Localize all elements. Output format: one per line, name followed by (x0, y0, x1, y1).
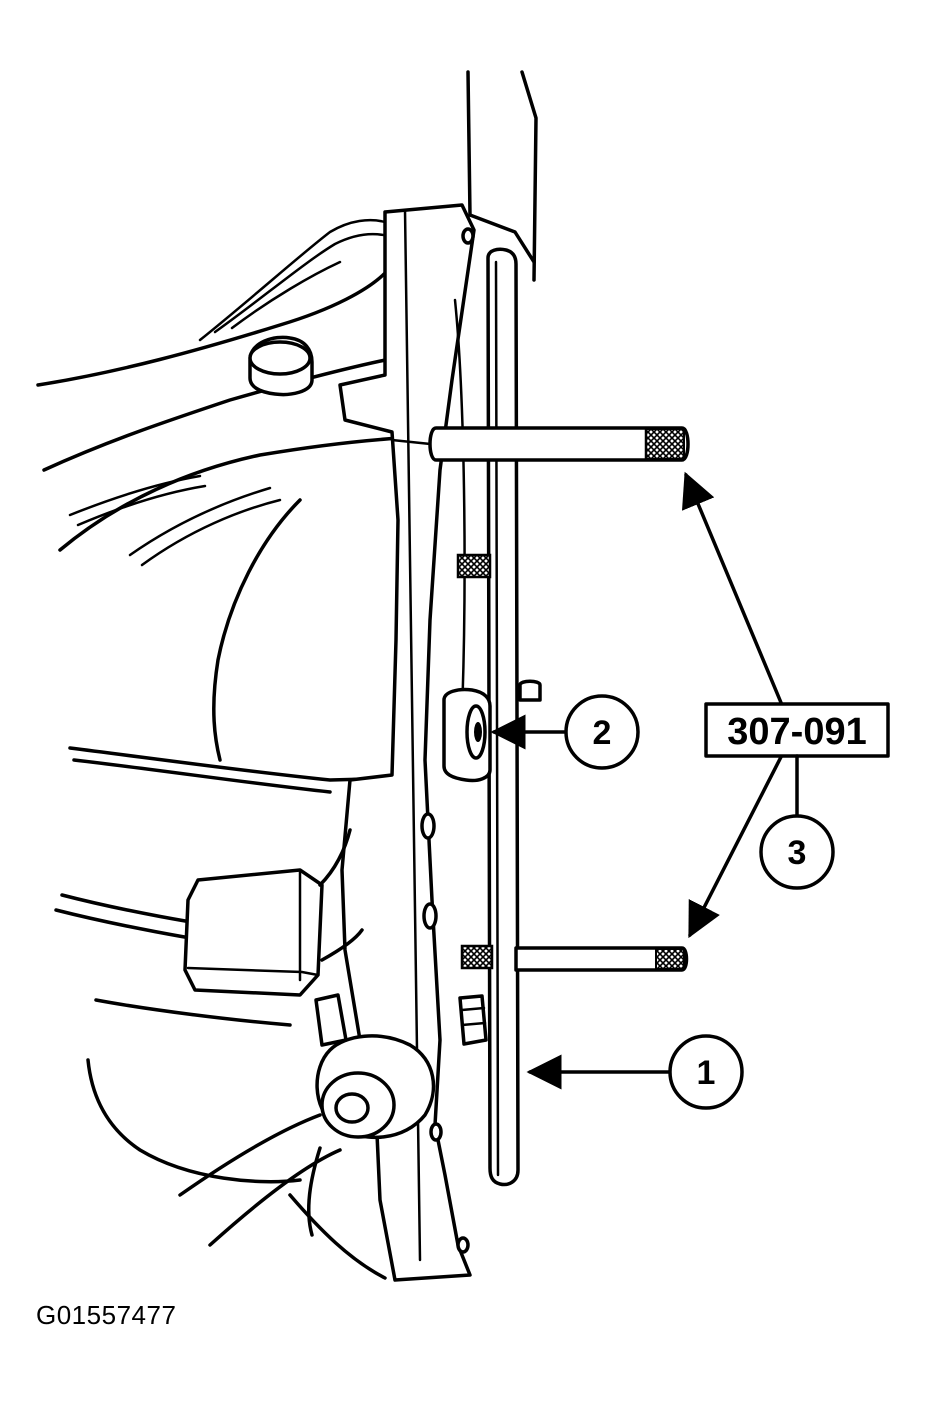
spacer (442, 679, 542, 783)
tool-label-group: 307-091 (681, 471, 890, 939)
callout-3: 3 (759, 814, 835, 890)
transmission-case (36, 218, 407, 1280)
upper-shaft (466, 70, 538, 282)
callout-3-number: 3 (788, 834, 807, 872)
tool-plate (486, 247, 520, 1187)
small-fitting (456, 553, 494, 970)
tool-label-box (704, 702, 890, 758)
pivot-arm (314, 993, 436, 1139)
callout-2-number: 2 (593, 714, 612, 752)
lower-bolts (458, 994, 488, 1046)
lower-guide-pin (514, 946, 689, 972)
callout-2: 2 (490, 694, 640, 770)
upper-guide-pin (428, 426, 690, 462)
callout-1: 1 (526, 1034, 744, 1110)
mount-block (183, 828, 364, 997)
callout-1-number: 1 (697, 1054, 716, 1092)
plug-cap (248, 335, 314, 397)
tool-label-text: 307-091 (727, 711, 866, 753)
figure-id: G01557477 (36, 1300, 177, 1330)
